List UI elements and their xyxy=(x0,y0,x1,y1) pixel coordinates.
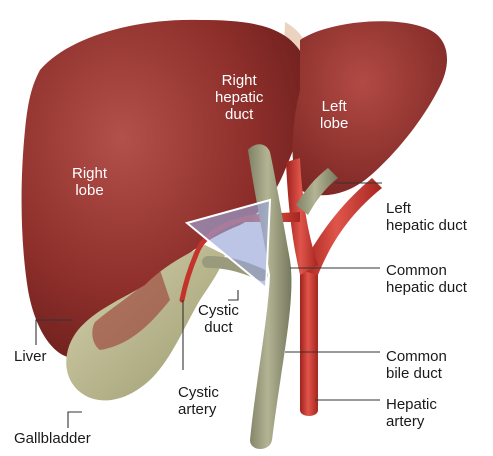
label-common-bile-duct: Common bile duct xyxy=(386,348,447,382)
label-cystic-artery: Cystic artery xyxy=(178,384,219,418)
label-gallbladder: Gallbladder xyxy=(14,430,91,447)
label-right-lobe: Right lobe xyxy=(72,165,107,199)
label-hepatic-artery: Hepatic artery xyxy=(386,396,437,430)
label-left-lobe: Left lobe xyxy=(320,98,348,132)
leader-gallbladder xyxy=(68,412,82,428)
label-left-hepatic-duct: Left hepatic duct xyxy=(386,200,467,234)
leader-cystic-duct xyxy=(228,290,238,300)
label-liver: Liver xyxy=(14,348,47,365)
label-cystic-duct: Cystic duct xyxy=(198,302,239,336)
left-lobe-shape xyxy=(293,21,448,195)
label-common-hepatic-duct: Common hepatic duct xyxy=(386,262,467,296)
label-right-hepatic-duct: Right hepatic duct xyxy=(215,72,263,123)
hepatic-artery-shape xyxy=(300,265,318,416)
